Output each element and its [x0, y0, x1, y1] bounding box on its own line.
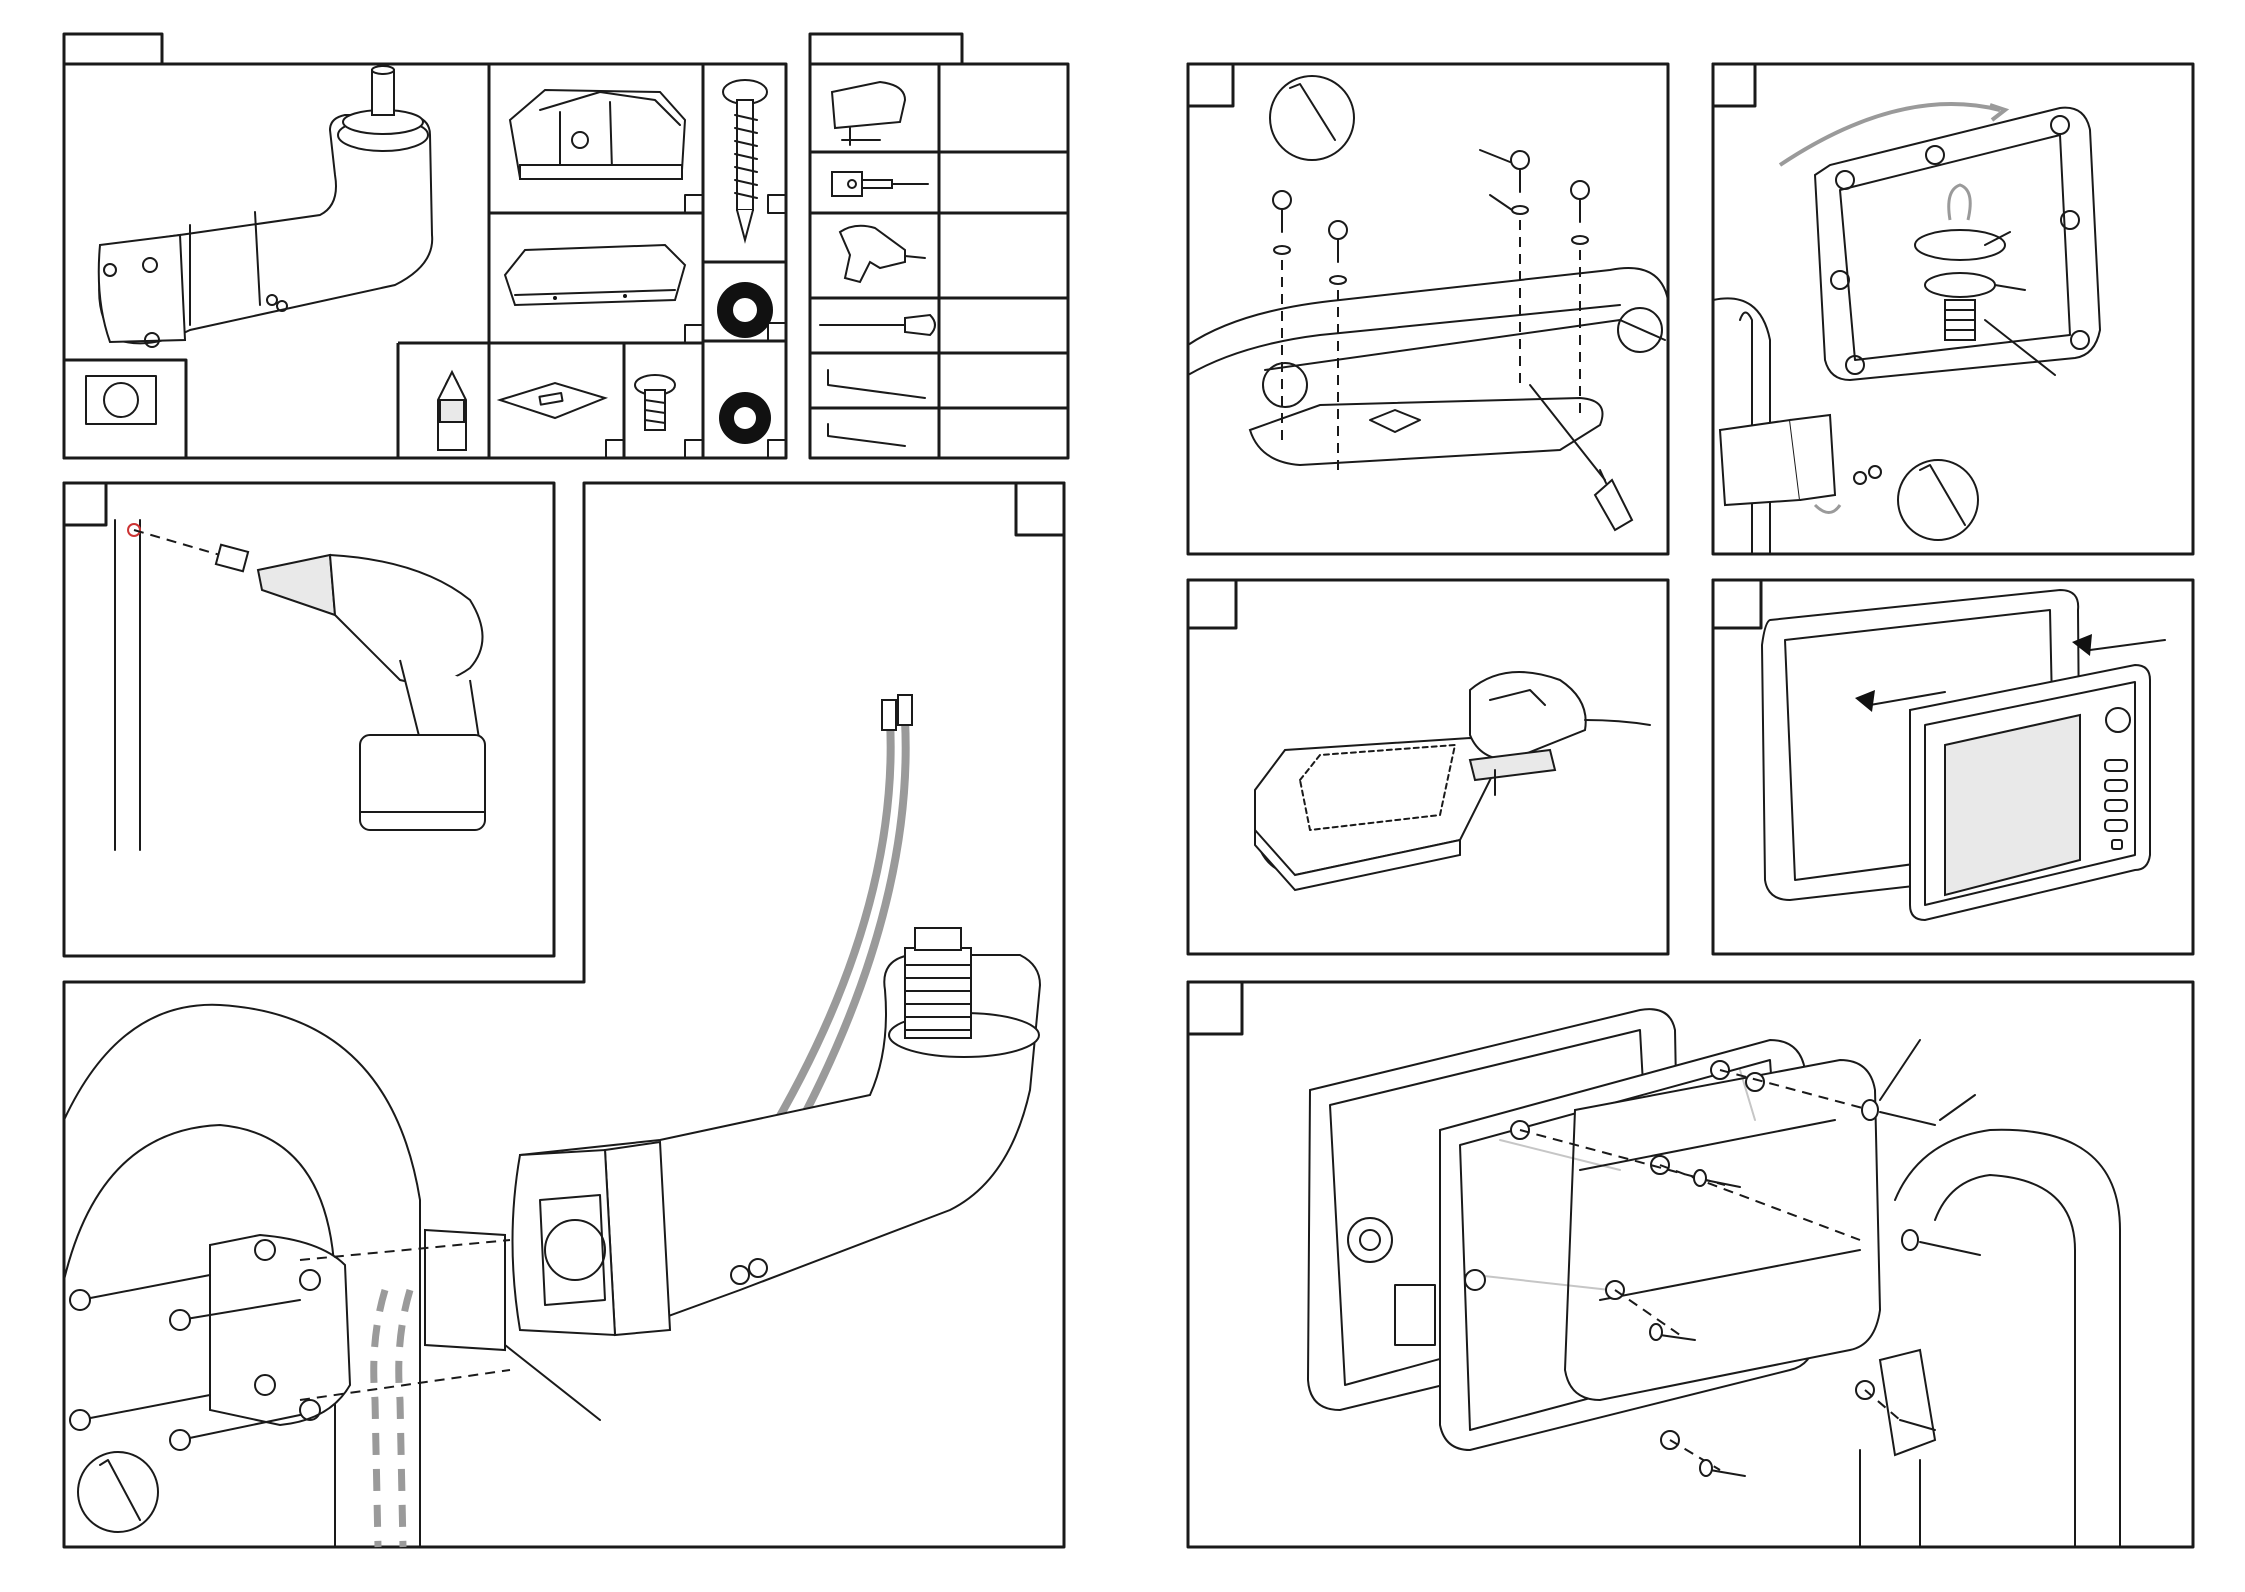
clamp-block-icon — [210, 1235, 350, 1425]
hex-key-callout — [1898, 460, 1978, 540]
step-base-plate — [1188, 64, 1668, 554]
step-number-box — [1713, 64, 1755, 106]
step-number-box — [1188, 64, 1233, 106]
screw-icon — [723, 80, 767, 240]
step-number-box — [1713, 580, 1761, 628]
step-number-box — [1188, 982, 1242, 1034]
drill-icon — [840, 226, 925, 282]
step-final-screws — [1188, 982, 2193, 1547]
hex-key-small-icon — [828, 424, 905, 446]
parts-list-tab — [64, 34, 162, 64]
short-bolt-icon — [635, 375, 675, 430]
step-cut — [1188, 580, 1668, 954]
flat-cover-icon — [505, 245, 685, 305]
step-insert-display — [1713, 580, 2193, 954]
hex-key-large-icon — [828, 370, 925, 398]
tools-list-tab — [810, 34, 962, 64]
tools-list — [810, 34, 1068, 458]
mounting-plate-icon — [500, 383, 605, 418]
step-number-box — [1188, 580, 1236, 628]
step-bracket-rotate — [1713, 64, 2193, 554]
hex-key-callout — [78, 1452, 158, 1532]
jigsaw-icon — [832, 82, 905, 145]
housing-cover-icon — [510, 90, 685, 179]
thread-lock-icon — [438, 372, 466, 450]
hole-saw-icon — [832, 172, 928, 196]
jigsaw-icon — [1470, 672, 1650, 795]
hex-key-callout — [1270, 76, 1354, 160]
screwdriver-icon — [820, 315, 935, 335]
step-drill — [64, 483, 554, 956]
step-arm-mount — [64, 483, 1064, 1547]
mount-arm-icon — [99, 66, 432, 347]
drill-icon — [216, 545, 485, 830]
step-number-box — [64, 483, 106, 525]
step-number-box — [1016, 483, 1064, 535]
parts-list — [64, 34, 786, 458]
